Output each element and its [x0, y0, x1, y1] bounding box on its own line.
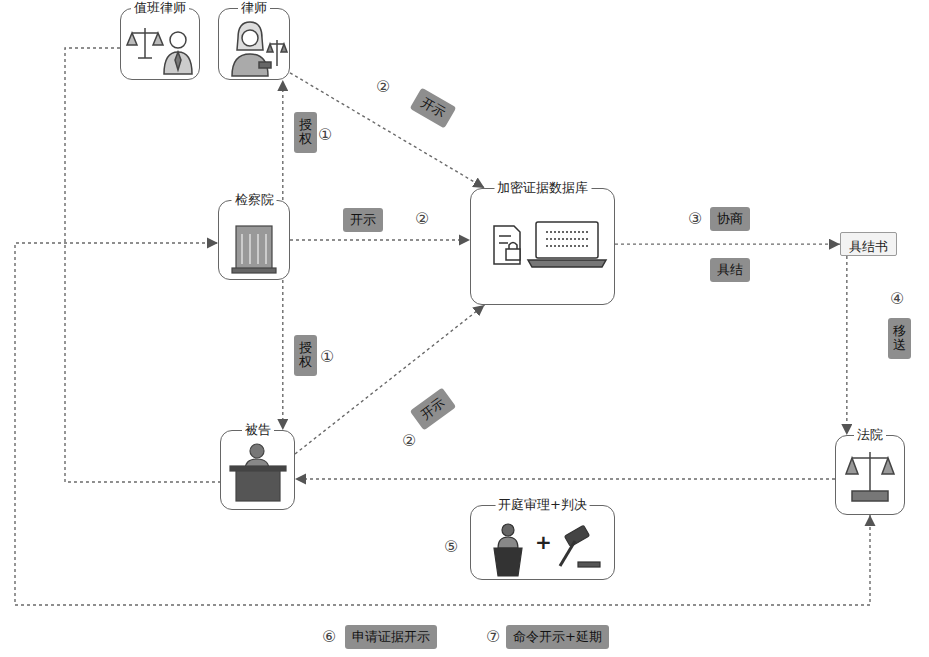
node-heading: 开庭审理+判决	[495, 496, 590, 514]
duty-lawyer-icon-part	[170, 32, 186, 48]
database-box: 加密证据数据库	[470, 188, 615, 305]
court-icon-part	[852, 491, 888, 501]
callout-number: ①	[320, 348, 334, 366]
node-heading: 被告	[242, 421, 274, 439]
court-box: 法院	[835, 435, 905, 515]
edge-label: 开示	[343, 208, 383, 232]
procuratorate-icon-part	[249, 234, 250, 264]
trial-icon-part	[560, 541, 575, 566]
procuratorate-icon	[232, 226, 276, 273]
callout-number: ⑦	[486, 628, 500, 646]
procuratorate-icon-part	[232, 268, 276, 273]
lawyer-icon-part	[270, 43, 284, 45]
trial-icon-part	[502, 524, 514, 536]
plus-sign: +	[535, 531, 552, 553]
duty-lawyer-icon-part	[132, 32, 158, 34]
dashed-connector	[282, 280, 283, 430]
lawyer-icon-part	[281, 44, 287, 52]
edge-label: 开示	[410, 88, 457, 129]
procuratorate-icon-part	[257, 234, 258, 264]
callout-number: ①	[318, 126, 332, 144]
trial-icon-part	[498, 537, 518, 548]
court-icon-part	[882, 458, 894, 474]
database-icon-part	[546, 238, 588, 240]
dashed-connector	[846, 256, 847, 435]
defendant-icon-part	[236, 471, 280, 501]
edge-label: 授权	[294, 112, 317, 153]
step-label: 命令开示+延期	[506, 625, 609, 649]
lawyer-box: 律师	[218, 8, 290, 80]
duty-lawyer-icon-part	[138, 57, 152, 59]
edge-label: 移送	[888, 318, 911, 359]
trial-icon-part	[564, 525, 589, 546]
dashed-connector	[295, 478, 835, 479]
trial-icon-part	[494, 548, 522, 576]
lawyer-icon-part	[242, 30, 258, 46]
node-heading: 法院	[854, 426, 886, 444]
database-icon-part	[509, 243, 517, 250]
duty-lawyer-icon-part	[175, 52, 181, 70]
lawyer-icon-part	[267, 44, 273, 52]
callout-number: ⑥	[322, 628, 336, 646]
duty-lawyer-icon-part	[127, 33, 137, 45]
court-icon-part	[846, 458, 858, 474]
callout-number: ④	[890, 290, 904, 308]
duty-lawyer-icon-part	[153, 33, 163, 45]
dashed-connector	[295, 305, 485, 454]
lawyer-icon	[232, 22, 287, 76]
dashed-connector	[290, 239, 470, 240]
dashed-connector	[15, 243, 870, 605]
duty-lawyer-icon	[127, 28, 192, 74]
lawyer-icon-part	[259, 62, 271, 68]
callout-number: ②	[376, 78, 390, 96]
callout-number: ③	[688, 210, 702, 228]
defendant-icon	[230, 444, 286, 501]
database-icon	[494, 222, 606, 267]
dashed-connector	[65, 48, 220, 482]
node-text: 具结书	[849, 239, 888, 255]
trial-icon-part	[578, 562, 600, 567]
database-icon-part	[499, 242, 508, 244]
node-heading: 值班律师	[131, 0, 189, 17]
lawyer-icon-part	[237, 22, 263, 50]
callout-number: ②	[402, 432, 416, 450]
procuratorate-icon-part	[265, 234, 266, 264]
procuratorate-icon-part	[236, 226, 272, 270]
duty-lawyer-box: 值班律师	[120, 8, 200, 80]
procuratorate-icon-part	[241, 234, 242, 264]
database-icon-part	[494, 226, 520, 264]
duty-lawyer-icon-part	[164, 52, 192, 74]
trial-icon	[494, 524, 600, 576]
dashed-connector	[290, 73, 485, 188]
database-icon-part	[506, 249, 520, 260]
step-label: 具结	[710, 258, 750, 282]
node-heading: 律师	[238, 0, 270, 17]
edge-label: 开示	[410, 388, 456, 431]
court-icon-part	[852, 457, 888, 459]
document-box: 具结书	[840, 232, 897, 256]
database-icon-part	[546, 231, 588, 233]
node-heading: 检察院	[232, 191, 277, 209]
defendant-icon-part	[230, 466, 286, 471]
defendant-icon-part	[250, 444, 264, 458]
edge-label: 授权	[294, 335, 317, 376]
database-icon-part	[536, 222, 598, 258]
defendant-box: 被告	[220, 430, 295, 510]
court-icon	[846, 452, 894, 501]
callout-number: ⑤	[444, 538, 458, 556]
node-heading: 加密证据数据库	[494, 179, 591, 197]
procuratorate-box: 检察院	[218, 200, 290, 280]
dashed-connector	[615, 243, 840, 244]
edge-label: 协商	[710, 207, 750, 231]
callout-number: ②	[415, 210, 429, 228]
edge-label: 申请证据开示	[345, 625, 437, 649]
database-icon-part	[499, 235, 511, 237]
database-icon-part	[546, 245, 588, 247]
database-icon-part	[528, 260, 606, 267]
dashed-connector	[282, 80, 283, 200]
